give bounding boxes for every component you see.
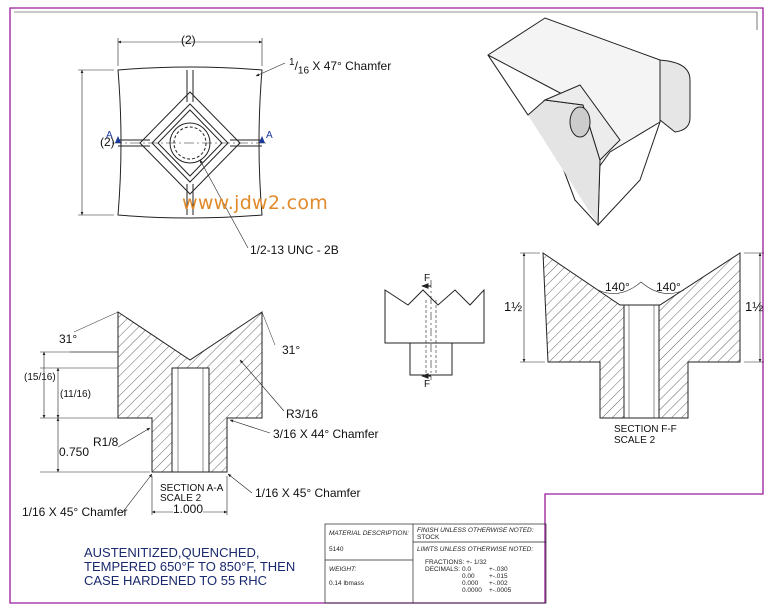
ff-height-left: 1½ [504,299,523,314]
diamond-pocket [139,91,241,195]
top-view-outline [117,66,263,219]
aa-angle-right: 31° [282,343,301,357]
aa-dim-15-16: (15/16) [24,372,56,383]
decimal-row-2-places: 0.00 [462,573,475,580]
heat-treat-note: AUSTENITIZED,QUENCHED, TEMPERED 650°F TO… [84,545,296,588]
aa-chamfer-44: 3/16 X 44° Chamfer [273,427,379,441]
decimal-row-1-tol: +-.030 [489,566,508,573]
aa-chamfer-45-right: 1/16 X 45° Chamfer [255,486,361,500]
sheet-border [9,7,764,604]
finish-value: STOCK [417,534,440,541]
material-value: 5140 [329,546,344,553]
weight-value: 0.14 lbmass [329,580,365,587]
decimal-row-3-places: 0.000 [462,580,479,587]
decimal-row-2-tol: +-.015 [489,573,508,580]
top-width-dim: (2) [181,33,196,47]
chamfer-47-note: 1/16 X 47° Chamfer [289,57,392,77]
aa-radius-1-8: R1/8 [93,435,119,449]
chamfer-47-num: 1 [289,57,295,68]
section-a-left-letter: A [106,130,113,141]
watermark: www.jdw2.com [182,192,329,214]
top-view [78,38,286,249]
material-label: MATERIAL DESCRIPTION: [329,530,409,537]
small-section-view [384,280,485,380]
aa-radius-3-16: R3/16 [286,407,319,421]
isometric-view [487,17,691,227]
section-f-top-letter: F [424,273,431,284]
decimal-row-1-places: 0.0 [462,566,472,573]
limits-label: LIMITS UNLESS OTHERWISE NOTED: [417,546,534,553]
thread-note: 1/2-13 UNC - 2B [250,243,339,257]
decimals-label: DECIMALS: [425,566,461,573]
top-height-dim: (2) [100,135,115,149]
aa-title: SECTION A-A [160,483,224,494]
section-f-bottom-letter: F [424,379,431,390]
fractions-tolerance: FRACTIONS: +- 1/32 [425,559,487,566]
title-block [324,523,547,604]
aa-chamfer-45-left: 1/16 X 45° Chamfer [22,505,128,519]
decimal-row-3-tol: +-.002 [489,580,508,587]
ff-title: SECTION F-F [614,424,677,435]
section-a-right-letter: A [266,130,273,141]
decimal-row-4-tol: +-.0005 [489,587,512,594]
aa-scale: SCALE 2 [160,493,202,504]
chamfer-47-den: 16 [297,65,310,77]
finish-label: FINISH UNLESS OTHERWISE NOTED: [417,527,534,534]
aa-width-dim: 1.000 [173,502,204,516]
weight-label: WEIGHT: [329,566,357,573]
section-ff [520,252,764,419]
section-aa [40,311,285,515]
aa-dim-0750: 0.750 [59,445,90,459]
decimal-row-4-places: 0.0000 [462,587,482,594]
ff-height-right: 1½ [745,299,764,314]
aa-dim-11-16: (11/16) [60,389,91,400]
ff-angle-right: 140° [656,280,681,294]
ff-angle-left: 140° [605,280,630,294]
ff-scale: SCALE 2 [614,435,656,446]
chamfer-47-text: X 47° Chamfer [309,59,392,73]
aa-angle-left: 31° [59,332,78,346]
